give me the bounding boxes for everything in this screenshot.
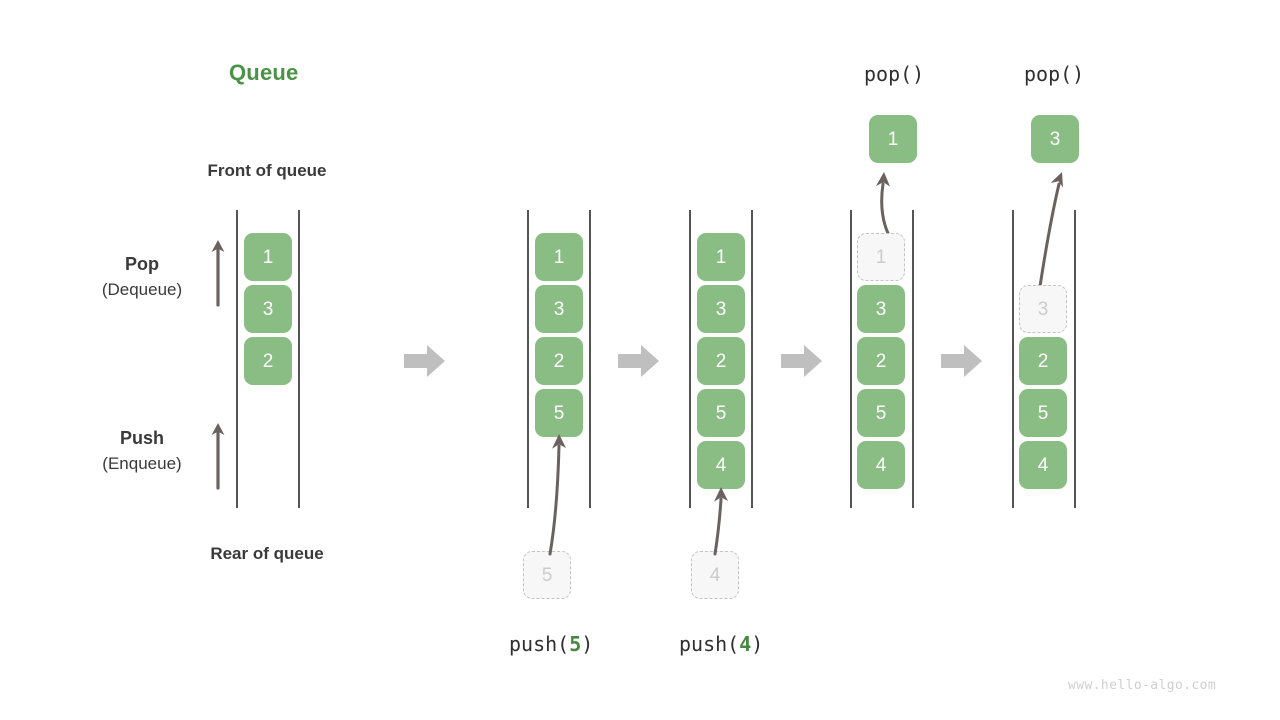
queue-cell: 4 <box>697 441 745 489</box>
push-argument: 4 <box>739 632 752 656</box>
pop-dequeue-label: Pop (Dequeue) <box>72 251 212 303</box>
push-prefix: push( <box>509 632 570 656</box>
push-insert-arrow <box>528 430 578 556</box>
rear-of-queue-label: Rear of queue <box>210 544 324 563</box>
queue-cell: 5 <box>535 389 583 437</box>
pop-label-title: Pop <box>125 254 159 274</box>
queue-cell: 2 <box>697 337 745 385</box>
push-label-sub: (Enqueue) <box>102 454 182 473</box>
watermark: www.hello-algo.com <box>1068 678 1217 693</box>
incoming-ghost-cell: 5 <box>523 551 571 599</box>
pop-extract-arrow <box>1020 168 1080 295</box>
front-of-queue-label: Front of queue <box>207 161 327 180</box>
queue-cell: 5 <box>857 389 905 437</box>
queue-cell: 1 <box>244 233 292 281</box>
queue-cell: 1 <box>697 233 745 281</box>
queue-rail-right-1 <box>298 210 300 508</box>
flow-arrow-icon <box>404 344 446 378</box>
queue-cell: 1 <box>535 233 583 281</box>
queue-cell: 3 <box>857 285 905 333</box>
push-argument: 5 <box>569 632 582 656</box>
push4-operation-label: push(4) <box>679 632 763 656</box>
queue-cell: 2 <box>1019 337 1067 385</box>
queue-cell: 4 <box>857 441 905 489</box>
queue-cell: 4 <box>1019 441 1067 489</box>
incoming-ghost-cell: 4 <box>691 551 739 599</box>
queue-cell: 2 <box>244 337 292 385</box>
queue-rail-left-5 <box>1012 210 1014 508</box>
queue-rail-right-5 <box>1074 210 1076 508</box>
queue-cell: 3 <box>535 285 583 333</box>
removed-ghost-cell: 3 <box>1019 285 1067 333</box>
queue-rail-left-1 <box>236 210 238 508</box>
popped-element-cell: 3 <box>1031 115 1079 163</box>
queue-rail-left-2 <box>527 210 529 508</box>
queue-cell: 3 <box>697 285 745 333</box>
page-title: Queue <box>229 60 299 85</box>
queue-cell: 2 <box>535 337 583 385</box>
queue-rail-left-4 <box>850 210 852 508</box>
push-enqueue-label: Push (Enqueue) <box>72 425 212 477</box>
removed-ghost-cell: 1 <box>857 233 905 281</box>
pop-operation-label: pop() <box>1024 62 1085 86</box>
push-insert-arrow <box>698 483 743 556</box>
flow-arrow-icon <box>618 344 660 378</box>
pop-extract-arrow <box>866 168 914 241</box>
pop-direction-arrow <box>206 238 230 307</box>
queue-rail-right-3 <box>751 210 753 508</box>
queue-cell: 2 <box>857 337 905 385</box>
popped-element-cell: 1 <box>869 115 917 163</box>
queue-cell: 3 <box>244 285 292 333</box>
queue-cell: 5 <box>697 389 745 437</box>
push-direction-arrow <box>206 421 230 490</box>
queue-cell: 5 <box>1019 389 1067 437</box>
pop-label-sub: (Dequeue) <box>101 280 183 299</box>
push-paren-close: ) <box>581 632 594 656</box>
pop-operation-label: pop() <box>864 62 925 86</box>
flow-arrow-icon <box>941 344 983 378</box>
queue-rail-right-4 <box>912 210 914 508</box>
queue-rail-right-2 <box>589 210 591 508</box>
push-prefix: push( <box>679 632 740 656</box>
push-label-title: Push <box>119 428 164 448</box>
push-paren-close: ) <box>751 632 764 656</box>
flow-arrow-icon <box>781 344 823 378</box>
queue-rail-left-3 <box>689 210 691 508</box>
push5-operation-label: push(5) <box>509 632 593 656</box>
